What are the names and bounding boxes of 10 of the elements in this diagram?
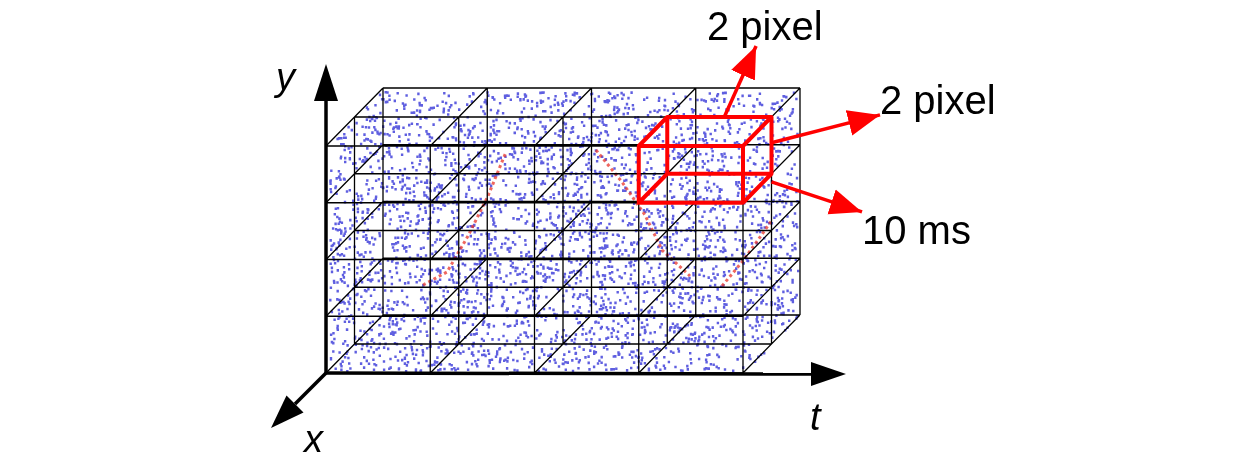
arrow [771, 110, 881, 145]
dimension-label: 2 pixel [707, 6, 823, 46]
arrow [722, 45, 758, 118]
arrow [770, 180, 863, 215]
axis-label: y [276, 58, 295, 96]
dimension-label: 10 ms [862, 210, 971, 250]
voxel-cube [636, 115, 774, 205]
axis-label: t [810, 398, 821, 436]
axis-label: x [304, 420, 323, 458]
dimension-label: 2 pixel [880, 80, 996, 120]
